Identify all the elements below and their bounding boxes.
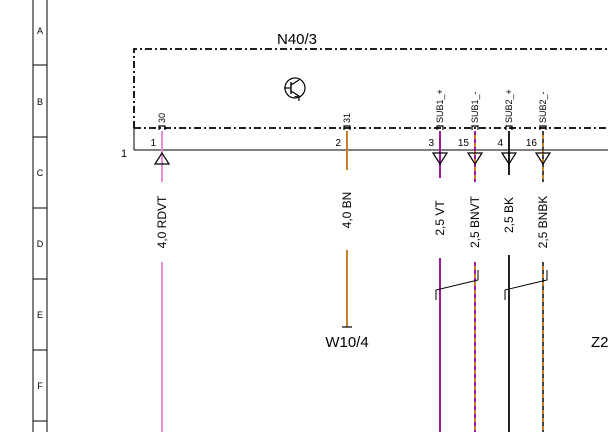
edge-label: Z2 (591, 334, 608, 351)
row-label-c: C (37, 168, 44, 178)
terminal-number: 1 (150, 138, 156, 149)
pin-p16[interactable]: SUB2_- 16 2,5 BNBK (526, 91, 552, 432)
terminal-number: 15 (458, 138, 470, 149)
pin-socket (158, 125, 166, 130)
pin-label: SUB2_- (538, 91, 548, 123)
up-triangle-icon (153, 151, 171, 165)
ground-label: W10/4 (325, 334, 368, 351)
pin-label: SUB1_+ (435, 89, 445, 123)
pin-socket (471, 125, 479, 130)
pins-layer: 30 1 4,0 RDVT 31 2 4,0 BN SUB1_+ 3 2,5 VT SUB1_- 1… (150, 89, 552, 432)
ground-terminal[interactable]: W10/4 (325, 326, 369, 351)
wire-label: 4,0 RDVT (155, 195, 169, 248)
pin-p30[interactable]: 30 1 4,0 RDVT (150, 113, 171, 432)
pin-socket (343, 125, 351, 130)
down-triangle-icon (431, 152, 449, 166)
connector-strip: 1 (121, 128, 608, 160)
pin-label: SUB1_- (470, 91, 480, 123)
pin-p15[interactable]: SUB1_- 15 2,5 BNVT (458, 91, 484, 432)
pin-socket (505, 125, 513, 130)
down-triangle-icon (534, 152, 552, 166)
down-triangle-icon (500, 152, 518, 166)
pin-label: 30 (157, 113, 167, 123)
module-box[interactable]: N40/3 (133, 31, 608, 129)
pin-label: SUB2_+ (504, 89, 514, 123)
transistor-icon (284, 77, 306, 101)
row-label-e: E (37, 310, 43, 320)
row-label-f: F (37, 381, 43, 391)
row-ruler: A B C D E F (32, 0, 48, 432)
down-triangle-icon (466, 152, 484, 166)
row-label-d: D (37, 239, 44, 249)
wire-label: 2,5 BK (502, 197, 516, 233)
terminal-number: 2 (335, 138, 341, 149)
pin-socket (539, 125, 547, 130)
pin-label: 31 (342, 113, 352, 123)
harness-break-marks (435, 270, 548, 300)
pin-p4[interactable]: SUB2_+ 4 2,5 BK (497, 89, 518, 432)
row-label-a: A (37, 26, 43, 36)
pin-socket (436, 125, 444, 130)
wire-label: 4,0 BN (340, 192, 354, 229)
terminal-number: 4 (497, 138, 503, 149)
pin-p3[interactable]: SUB1_+ 3 2,5 VT (428, 89, 449, 432)
connector-number: 1 (121, 148, 127, 160)
terminal-number: 3 (428, 138, 434, 149)
wire-label: 2,5 VT (433, 200, 447, 236)
wire-label: 2,5 BNVT (468, 195, 482, 248)
terminal-number: 16 (526, 138, 538, 149)
wire-label: 2,5 BNBK (536, 196, 550, 249)
pin-p31[interactable]: 31 2 4,0 BN (335, 113, 354, 327)
row-label-b: B (37, 97, 43, 107)
module-name: N40/3 (277, 31, 317, 48)
